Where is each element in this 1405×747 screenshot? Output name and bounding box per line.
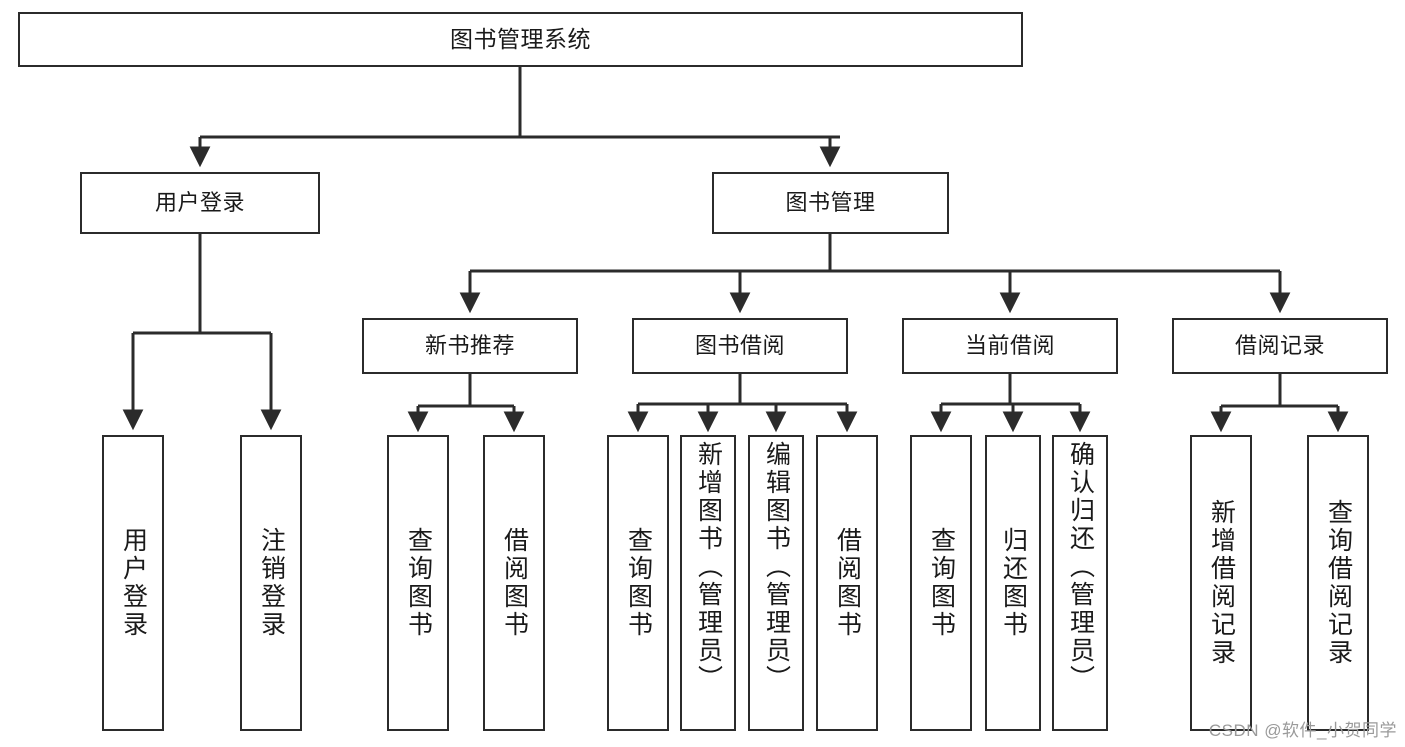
node-root-label: 图书管理系统 (450, 25, 591, 52)
node-leaf-return-book-label: 归还图书 (999, 527, 1028, 639)
node-leaf-query-record-label: 查询借阅记录 (1324, 499, 1353, 667)
node-leaf-logout[interactable]: 注销登录 (240, 435, 302, 731)
node-leaf-edit-book[interactable]: 编辑图书（管理员） (748, 435, 804, 731)
node-user-login-label: 用户登录 (154, 189, 245, 215)
node-book-borrow[interactable]: 图书借阅 (632, 318, 848, 374)
node-leaf-borrow-book-label: 借阅图书 (833, 527, 862, 639)
node-leaf-return-book[interactable]: 归还图书 (985, 435, 1041, 731)
node-leaf-confirm-return-label: 确认归还（管理员） (1066, 441, 1095, 693)
node-leaf-add-record[interactable]: 新增借阅记录 (1190, 435, 1252, 731)
node-leaf-borrow-book[interactable]: 借阅图书 (816, 435, 878, 731)
node-leaf-logout-label: 注销登录 (257, 527, 286, 639)
node-book-manage[interactable]: 图书管理 (712, 172, 949, 234)
node-leaf-confirm-return[interactable]: 确认归还（管理员） (1052, 435, 1108, 731)
node-book-manage-label: 图书管理 (785, 189, 876, 215)
node-borrow-record-label: 借阅记录 (1234, 332, 1325, 358)
node-leaf-add-record-label: 新增借阅记录 (1207, 499, 1236, 667)
node-leaf-query-book-cur[interactable]: 查询图书 (910, 435, 972, 731)
node-current-borrow-label: 当前借阅 (964, 332, 1055, 358)
node-leaf-query-book-cur-label: 查询图书 (927, 527, 956, 639)
node-leaf-borrow-book-rec[interactable]: 借阅图书 (483, 435, 545, 731)
node-leaf-edit-book-label: 编辑图书（管理员） (762, 441, 791, 693)
node-leaf-query-book-rec[interactable]: 查询图书 (387, 435, 449, 731)
node-leaf-add-book[interactable]: 新增图书（管理员） (680, 435, 736, 731)
node-book-borrow-label: 图书借阅 (694, 332, 785, 358)
node-leaf-user-login-label: 用户登录 (119, 527, 148, 639)
node-leaf-query-record[interactable]: 查询借阅记录 (1307, 435, 1369, 731)
node-root[interactable]: 图书管理系统 (18, 12, 1023, 67)
node-new-book-recommend-label: 新书推荐 (424, 332, 515, 358)
node-leaf-user-login[interactable]: 用户登录 (102, 435, 164, 731)
node-leaf-add-book-label: 新增图书（管理员） (694, 441, 723, 693)
node-borrow-record[interactable]: 借阅记录 (1172, 318, 1388, 374)
node-leaf-query-book-rec-label: 查询图书 (404, 527, 433, 639)
node-leaf-borrow-book-rec-label: 借阅图书 (500, 527, 529, 639)
node-current-borrow[interactable]: 当前借阅 (902, 318, 1118, 374)
node-leaf-query-book-borrow[interactable]: 查询图书 (607, 435, 669, 731)
watermark-text: CSDN @软件_小贺同学 (1208, 721, 1397, 740)
node-new-book-recommend[interactable]: 新书推荐 (362, 318, 578, 374)
node-user-login[interactable]: 用户登录 (80, 172, 320, 234)
node-leaf-query-book-borrow-label: 查询图书 (624, 527, 653, 639)
